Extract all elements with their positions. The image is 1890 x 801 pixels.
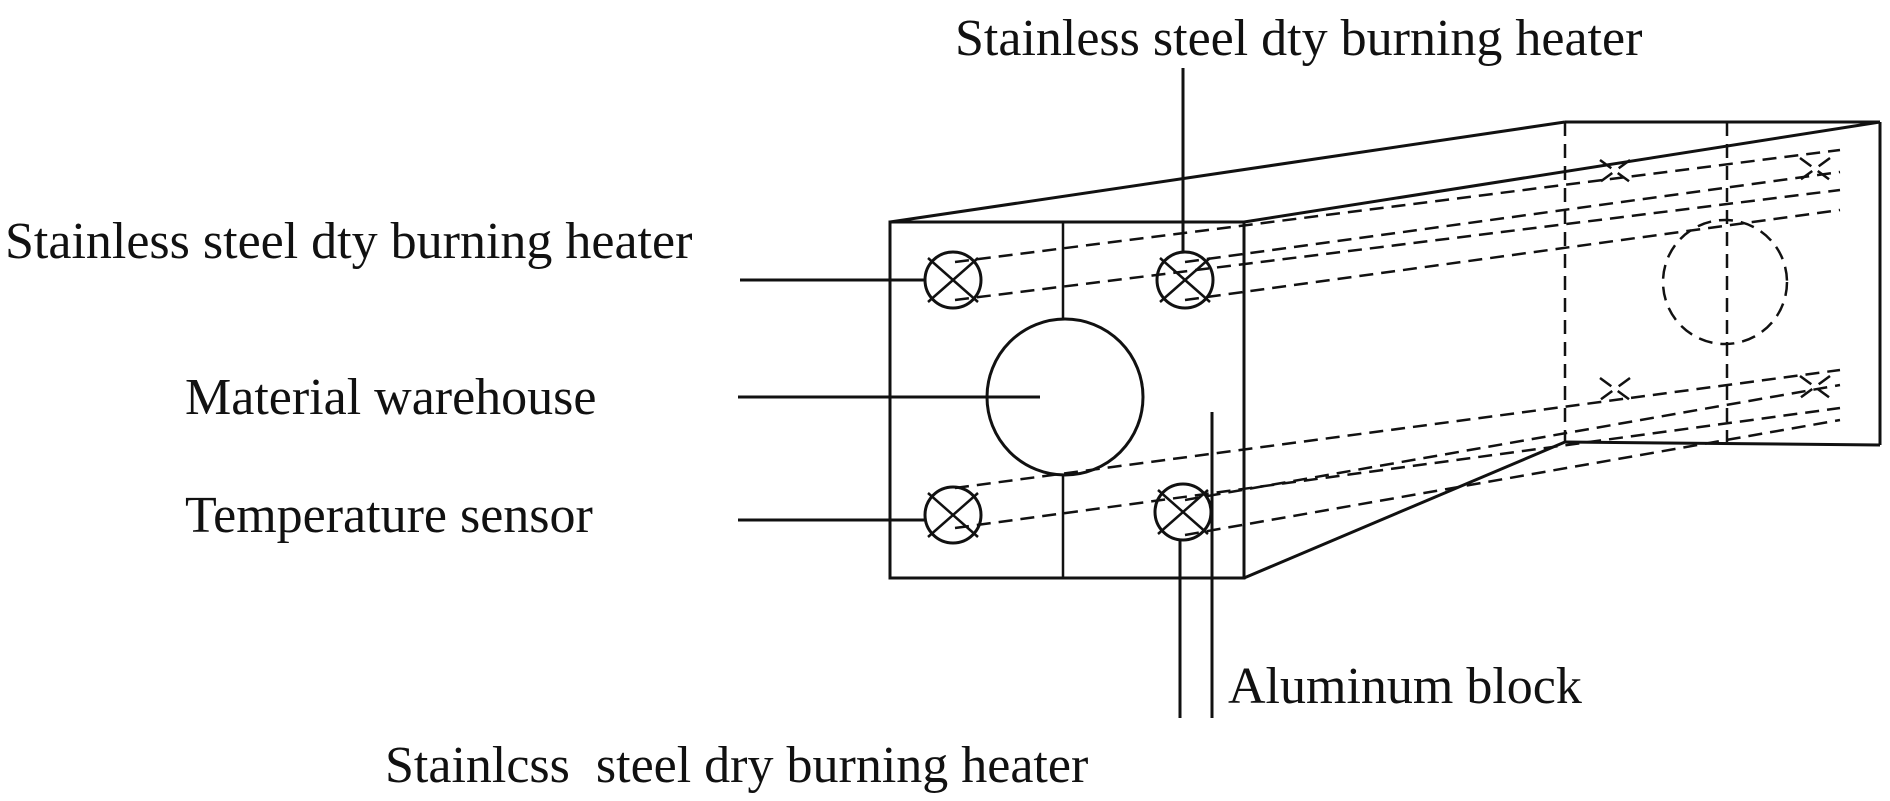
label-aluminum-block: Aluminum block <box>1228 658 1582 715</box>
sensor-symbol-bottom-left <box>923 485 983 545</box>
channel-upper-2 <box>954 188 1841 302</box>
top-front-edge <box>1243 120 1881 224</box>
label-top-heater: Stainless steel dty burning heater <box>955 10 1642 67</box>
heater-symbols <box>923 250 1215 545</box>
material-warehouse-hidden-circle <box>1661 218 1789 346</box>
back-bottom-edge <box>1564 440 1881 447</box>
heater-symbol-bottom-right <box>1153 482 1213 542</box>
leader-lines <box>738 68 1214 718</box>
front-face-outline <box>888 220 1246 580</box>
channel-lower-3 <box>1184 383 1841 502</box>
block-body <box>889 120 1882 580</box>
label-bottom-heater: Stainlcss steel dry burning heater <box>385 737 1088 794</box>
hidden-channels <box>954 148 1841 537</box>
label-temperature-sensor: Temperature sensor <box>185 487 593 544</box>
channel-lower-2 <box>954 406 1841 530</box>
label-material-warehouse: Material warehouse <box>185 369 596 426</box>
top-back-edge <box>889 120 1566 224</box>
channel-upper-1 <box>954 148 1841 264</box>
heater-symbol-top-right <box>1155 250 1215 310</box>
channel-lower-4 <box>1184 418 1841 537</box>
channel-lower-1 <box>954 368 1841 490</box>
channel-upper-4 <box>1184 208 1841 302</box>
heater-symbol-top-left <box>923 250 983 310</box>
hidden-crosses <box>1599 156 1831 402</box>
front-face <box>888 220 1246 580</box>
label-left-heater: Stainless steel dty burning heater <box>5 213 692 270</box>
channel-upper-3 <box>1184 170 1841 264</box>
bottom-front-edge <box>1243 440 1566 580</box>
